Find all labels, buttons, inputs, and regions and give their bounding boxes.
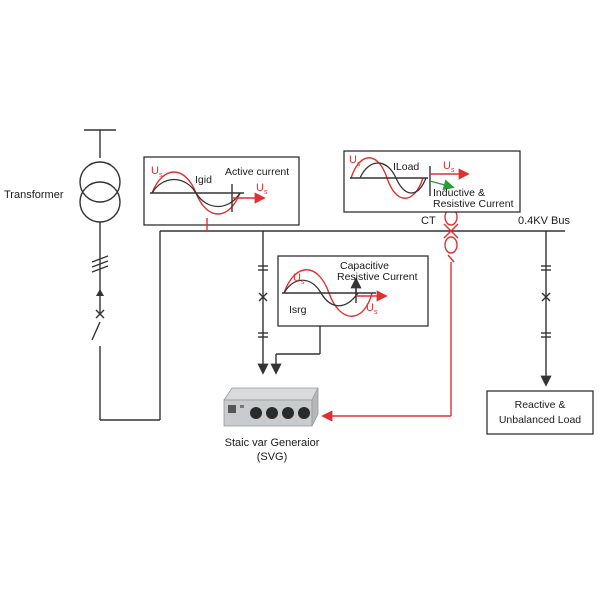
svg-title-line1: Capacitive [340,260,389,272]
load-box [486,390,594,435]
svg-branch [257,231,321,375]
svg-us-label: Us [293,272,305,286]
load-title-line1: Inductive & [433,187,485,199]
grid-us-label: Us [151,165,163,179]
load-wave-label: ILoad [393,161,419,173]
ct-icon [443,208,459,263]
ct-label: CT [421,215,436,227]
svg-vec-us: Us [366,302,378,316]
bus-wiring [159,230,565,420]
load-vec-us: Us [443,160,455,174]
transformer-feeder [79,129,160,421]
svg-current-box: Us Capacitive Resistive Current Isrg Us [277,255,429,327]
transformer-icon [79,161,121,223]
load-label-line1: Reactive & [515,399,566,411]
bus-label: 0.4KV Bus [518,215,570,227]
load-current-box: Us ILoad Us Inductive & Resistive Curren… [343,150,521,213]
load-title-line2: Resistive Current [433,198,514,210]
ct-feedback-line [321,262,452,422]
grid-vec-us: Us [256,182,268,196]
svg-title-line2: Resistive Current [337,271,418,283]
svg-wave-label: Isrg [289,304,307,316]
svg-label-line2: (SVG) [257,451,288,463]
load-label-line2: Unbalanced Load [499,414,581,426]
grid-current-box: Us Igid Active current Us [143,156,300,231]
load-branch [540,231,552,387]
svg-label-line1: Staic var Generaior [225,437,320,449]
transformer-label: Transformer [4,189,64,201]
load-us-label: Us [349,154,361,168]
grid-title: Active current [225,166,289,178]
svg-cabinet-icon [223,387,319,427]
switch-icon [91,309,105,341]
grid-wave-label: Igid [195,174,212,186]
